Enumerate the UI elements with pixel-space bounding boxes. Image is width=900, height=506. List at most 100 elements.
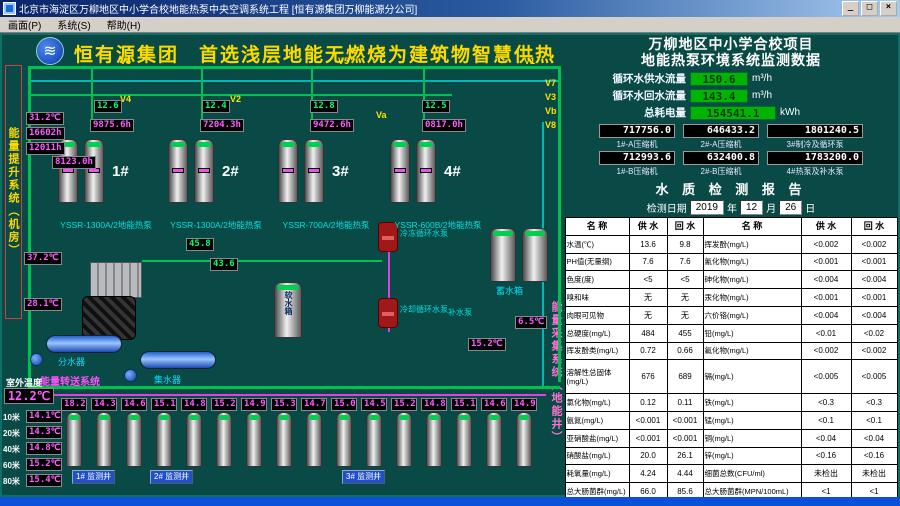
tank-cap	[525, 231, 545, 236]
valve-label: V8	[545, 120, 557, 130]
cylinder-cap	[61, 142, 75, 147]
column-header: 供 水	[800, 217, 852, 236]
well-cap	[69, 415, 79, 420]
cylinder-display	[394, 168, 406, 173]
well-cap	[519, 415, 529, 420]
maximize-icon[interactable]: □	[861, 1, 878, 16]
cell: PH值(无量纲)	[564, 252, 630, 272]
depth-label: 10米	[3, 413, 20, 422]
well-button[interactable]: 1# 监测井	[72, 470, 116, 484]
cylinder-display	[198, 168, 210, 173]
menu-system[interactable]: 系统(S)	[57, 21, 91, 32]
well-cap	[429, 415, 439, 420]
unit-model-label: YSSR-700A/2地能热泵	[282, 220, 370, 230]
date-year-field[interactable]: 2019	[689, 199, 724, 215]
sensor-display-green: 12.8	[310, 100, 338, 113]
softened-water-tank	[274, 282, 302, 338]
valve-label: V7	[545, 78, 557, 88]
cell: 色度(度)	[564, 270, 630, 290]
storage-tank-label: 蓄水箱	[496, 286, 524, 296]
depth-label: 60米	[3, 461, 20, 470]
storage-tank	[490, 228, 516, 282]
sensor-display: 6.5℃	[515, 316, 548, 329]
cell: 氨氮(mg/L)	[564, 410, 630, 430]
well-button[interactable]: 3# 监测井	[342, 470, 386, 484]
compressor-cylinder	[278, 139, 298, 203]
cell: <0.16	[850, 446, 898, 466]
cell: <0.01	[800, 323, 852, 343]
cell: <0.001	[800, 288, 852, 307]
counter-label: 1#-A压缩机	[616, 140, 658, 149]
cell: 7.6	[666, 252, 704, 272]
cell: 氰化物(mg/L)	[702, 252, 802, 272]
compressor-cylinder	[168, 139, 188, 203]
well-temp-display: 14.8	[181, 398, 207, 411]
column-header: 名 称	[702, 217, 802, 236]
cell: 肉眼可见物	[564, 305, 630, 325]
well-cylinder	[366, 412, 382, 467]
depth-label: 80米	[3, 477, 20, 486]
cell: 铜(mg/L)	[702, 428, 802, 448]
well-cylinder	[486, 412, 502, 467]
depth-temp-display: 14.3℃	[26, 426, 62, 439]
pipe-segment	[388, 252, 390, 332]
chilled-pump-label: 冷冻循环水泵	[400, 229, 448, 238]
well-cylinder	[306, 412, 322, 467]
well-cylinder	[276, 412, 292, 467]
well-cap	[159, 415, 169, 420]
cell: 4.44	[666, 464, 704, 484]
cell: 耗氧量(mg/L)	[564, 464, 630, 484]
status-bar	[0, 497, 900, 506]
heat-exchanger-cabinet	[90, 262, 142, 298]
pipe-segment	[28, 94, 452, 96]
pipe-segment	[311, 66, 313, 119]
depth-temp-display: 14.1℃	[26, 410, 62, 423]
date-month-field[interactable]: 12	[740, 199, 764, 215]
water-divider	[46, 335, 122, 353]
compressor-cylinder	[58, 139, 78, 203]
counter-label: 1#-B压缩机	[616, 167, 658, 176]
well-button[interactable]: 2# 监测井	[150, 470, 194, 484]
pipe-segment	[91, 66, 93, 119]
close-icon[interactable]: ×	[880, 1, 897, 16]
table-header-row: 名 称供 水回 水名 称供 水回 水	[564, 217, 898, 236]
cell: <0.004	[850, 305, 898, 325]
well-temp-display: 15.1	[151, 398, 177, 411]
minimize-icon[interactable]: _	[842, 1, 859, 16]
cell: 0.12	[628, 393, 668, 412]
unit-model-label: YSSR-1300A/2地能热泵	[170, 220, 262, 230]
menu-screen[interactable]: 画面(P)	[8, 21, 42, 32]
cooling-pump-label: 冷却循环水泵	[400, 305, 448, 314]
cylinder-cap	[197, 142, 211, 147]
cell: <0.3	[800, 393, 852, 412]
well-cap	[279, 415, 289, 420]
energy-counter: 1783200.0	[767, 151, 863, 165]
cylinder-cap	[171, 142, 185, 147]
well-cap	[459, 415, 469, 420]
well-temp-display: 14.9	[241, 398, 267, 411]
well-temp-display: 14.3	[91, 398, 117, 411]
sensor-display-green: 12.6	[94, 100, 122, 113]
cell: <0.02	[850, 323, 898, 343]
cell: <0.001	[850, 252, 898, 272]
well-temp-display: 15.3	[271, 398, 297, 411]
cell: 汞化物(mg/L)	[702, 288, 802, 307]
cell: <0.004	[800, 270, 852, 290]
date-day-field[interactable]: 26	[779, 199, 803, 215]
cylinder-display	[308, 168, 320, 173]
report-date-row: 检测日期 2019 年 12 月 26 日	[562, 199, 900, 215]
menu-help[interactable]: 帮助(H)	[106, 21, 141, 32]
water-collector-label: 集水器	[154, 375, 182, 385]
depth-temp-display: 14.8℃	[26, 442, 62, 455]
well-cylinder	[66, 412, 82, 467]
